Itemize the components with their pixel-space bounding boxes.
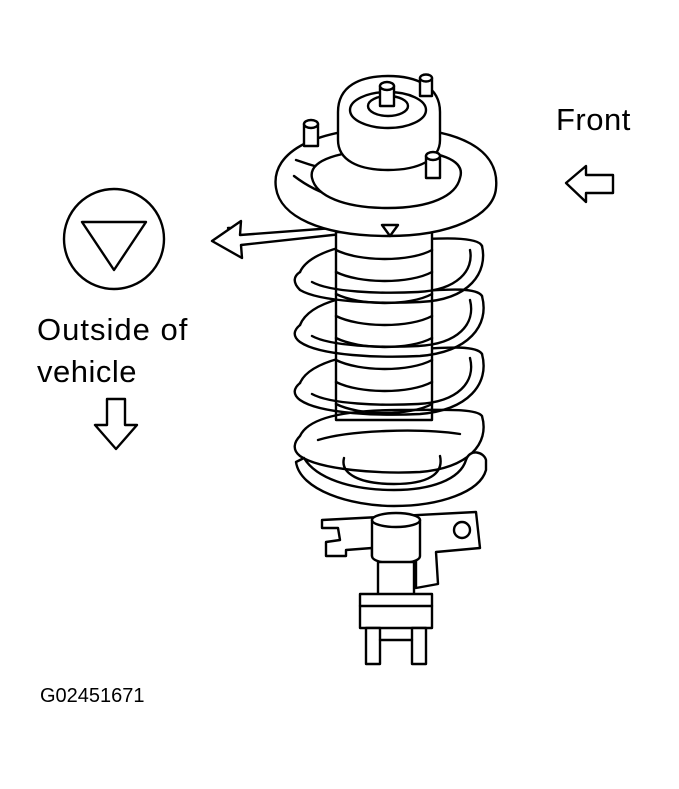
coil-spring-front	[226, 226, 485, 474]
strut-mount	[310, 74, 463, 210]
strut-tube	[320, 510, 482, 666]
outside-of-vehicle-label-line1: Outside of	[37, 312, 189, 347]
alignment-mark-icon	[380, 223, 400, 238]
hollow-arrow-down-icon	[93, 397, 139, 451]
lower-spring-seat	[294, 451, 488, 508]
triangle-in-circle-icon	[62, 187, 166, 291]
figure-code: G02451671	[40, 685, 145, 707]
outside-of-vehicle-label-line2: vehicle	[37, 354, 137, 389]
strut-assembly	[226, 73, 498, 666]
front-label: Front	[556, 102, 631, 137]
hollow-arrow-left-icon	[564, 164, 615, 204]
dust-boot	[334, 230, 434, 422]
mounting-studs	[302, 73, 442, 180]
